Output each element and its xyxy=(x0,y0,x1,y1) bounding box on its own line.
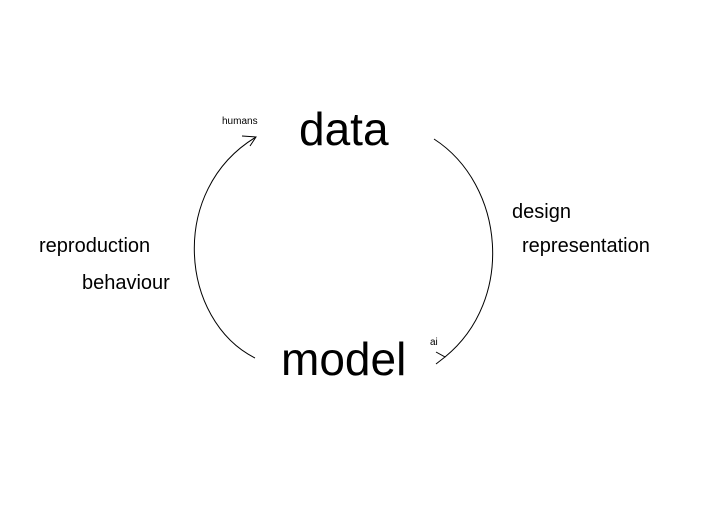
right-arrowhead xyxy=(435,351,446,365)
right-arc-data-to-model xyxy=(433,138,494,358)
left-arc-model-to-data xyxy=(193,136,257,359)
data-node: data xyxy=(299,103,389,155)
model-node: model xyxy=(281,333,407,385)
ai-label: ai xyxy=(430,337,438,348)
reproduction-label: reproduction xyxy=(39,235,151,257)
representation-label: representation xyxy=(522,235,650,257)
left-arrowhead xyxy=(241,135,257,147)
design-label: design xyxy=(512,201,571,223)
behaviour-label: behaviour xyxy=(82,272,170,294)
humans-label: humans xyxy=(222,116,258,127)
